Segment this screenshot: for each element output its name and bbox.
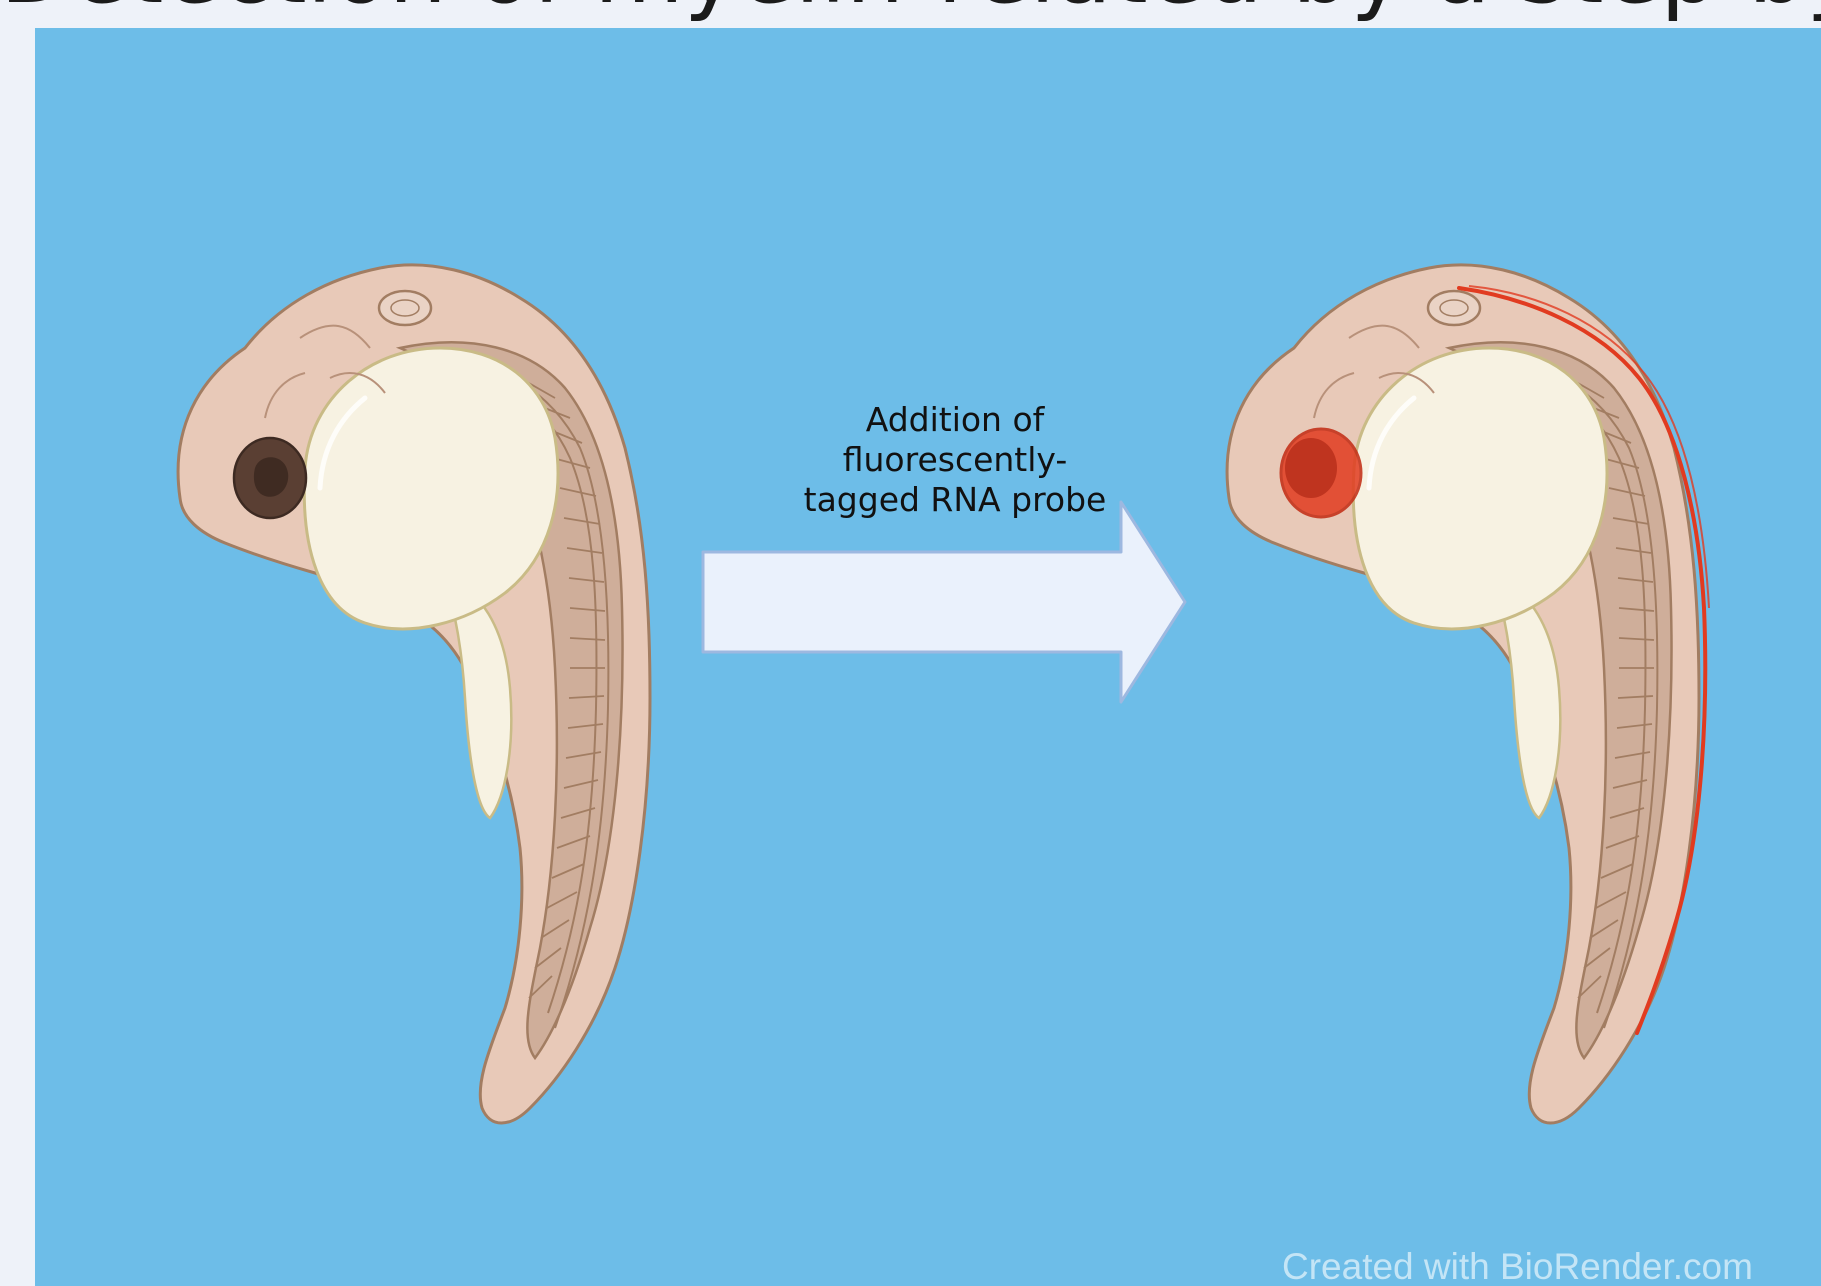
arrow-label: Addition of fluorescently- tagged RNA pr… bbox=[695, 400, 1215, 520]
arrow-label-line-3: tagged RNA probe bbox=[695, 480, 1215, 520]
right-arrow-icon bbox=[703, 502, 1185, 702]
diagram-panel: Addition of fluorescently- tagged RNA pr… bbox=[35, 28, 1821, 1286]
arrow-label-line-1: Addition of bbox=[695, 400, 1215, 440]
diagram-canvas bbox=[35, 28, 1821, 1286]
biorender-credit: Created with BioRender.com bbox=[1282, 1246, 1753, 1286]
arrow-label-line-2: fluorescently- bbox=[695, 440, 1215, 480]
zebrafish-embryo-labeled-icon bbox=[1227, 265, 1709, 1123]
zebrafish-embryo-icon bbox=[178, 265, 650, 1123]
slide-title: Detection of myelin-related by a step by… bbox=[0, 0, 1821, 30]
